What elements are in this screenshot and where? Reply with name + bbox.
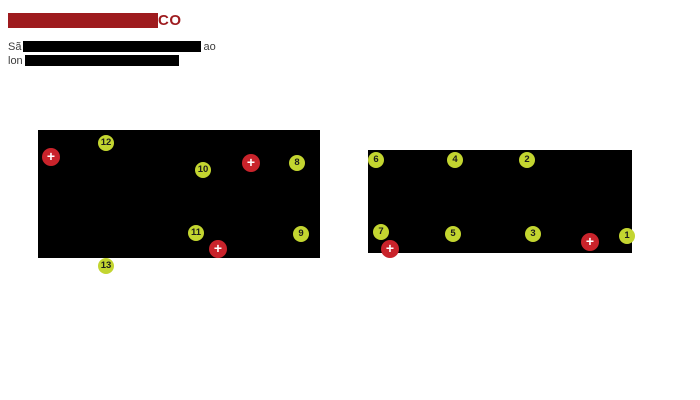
map-marker-9[interactable]: 9 [293, 226, 309, 242]
text-redaction-bar [23, 41, 202, 52]
map-marker-10[interactable]: 10 [195, 162, 211, 178]
plus-marker-icon[interactable]: + [209, 240, 227, 258]
left-image [38, 130, 320, 258]
intro-text-fragment: lon [8, 54, 23, 67]
intro-text-fragment: ao [203, 40, 216, 53]
text-redaction-bar [24, 55, 179, 66]
map-marker-11[interactable]: 11 [188, 225, 204, 241]
page-title-row: CO [8, 12, 182, 28]
title-redaction-bar [8, 12, 158, 28]
map-marker-1[interactable]: 1 [619, 228, 635, 244]
plus-marker-icon[interactable]: + [381, 240, 399, 258]
plus-marker-icon[interactable]: + [42, 148, 60, 166]
map-marker-7[interactable]: 7 [373, 224, 389, 240]
intro-paragraph: Sã ao lon [8, 40, 216, 68]
map-marker-5[interactable]: 5 [445, 226, 461, 242]
intro-text-fragment: Sã [8, 40, 22, 53]
map-marker-13[interactable]: 13 [98, 258, 114, 274]
map-marker-3[interactable]: 3 [525, 226, 541, 242]
map-marker-2[interactable]: 2 [519, 152, 535, 168]
intro-line-2: lon [8, 54, 216, 67]
page-title: CO [158, 11, 182, 29]
plus-marker-icon[interactable]: + [242, 154, 260, 172]
intro-line-1: Sã ao [8, 40, 216, 53]
map-marker-4[interactable]: 4 [447, 152, 463, 168]
map-marker-8[interactable]: 8 [289, 155, 305, 171]
map-marker-12[interactable]: 12 [98, 135, 114, 151]
plus-marker-icon[interactable]: + [581, 233, 599, 251]
map-marker-6[interactable]: 6 [368, 152, 384, 168]
